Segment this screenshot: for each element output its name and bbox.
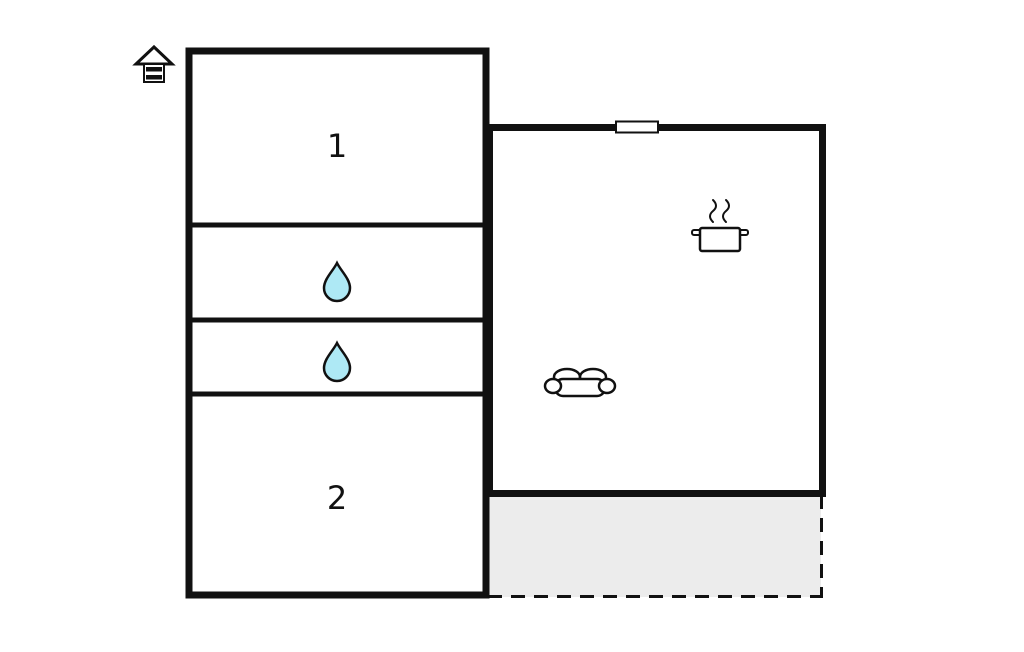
steam-line	[709, 199, 717, 223]
steaming-pot-icon	[691, 199, 749, 253]
living-room-walls	[486, 124, 826, 497]
well-roof	[132, 44, 176, 66]
terrace	[488, 494, 823, 598]
pot-body	[698, 226, 742, 253]
window-marker-icon	[615, 120, 659, 134]
terrace-area	[489, 494, 821, 597]
water-drop-icon	[322, 260, 352, 303]
left-wing-walls	[185, 47, 490, 599]
sofa-seat	[553, 377, 607, 398]
sofa-armrest	[543, 377, 563, 395]
steam-line	[722, 199, 730, 223]
living-room	[486, 120, 826, 497]
sofa-armrest	[597, 377, 617, 395]
well-bar	[146, 67, 162, 72]
left-wing: 1 2	[185, 47, 490, 599]
sofa-icon	[543, 367, 617, 398]
room-1-label: 1	[327, 127, 347, 165]
room-2-label: 2	[327, 479, 347, 517]
water-drop-icon	[322, 340, 352, 383]
well-bar	[146, 75, 162, 80]
well-icon	[132, 44, 176, 83]
